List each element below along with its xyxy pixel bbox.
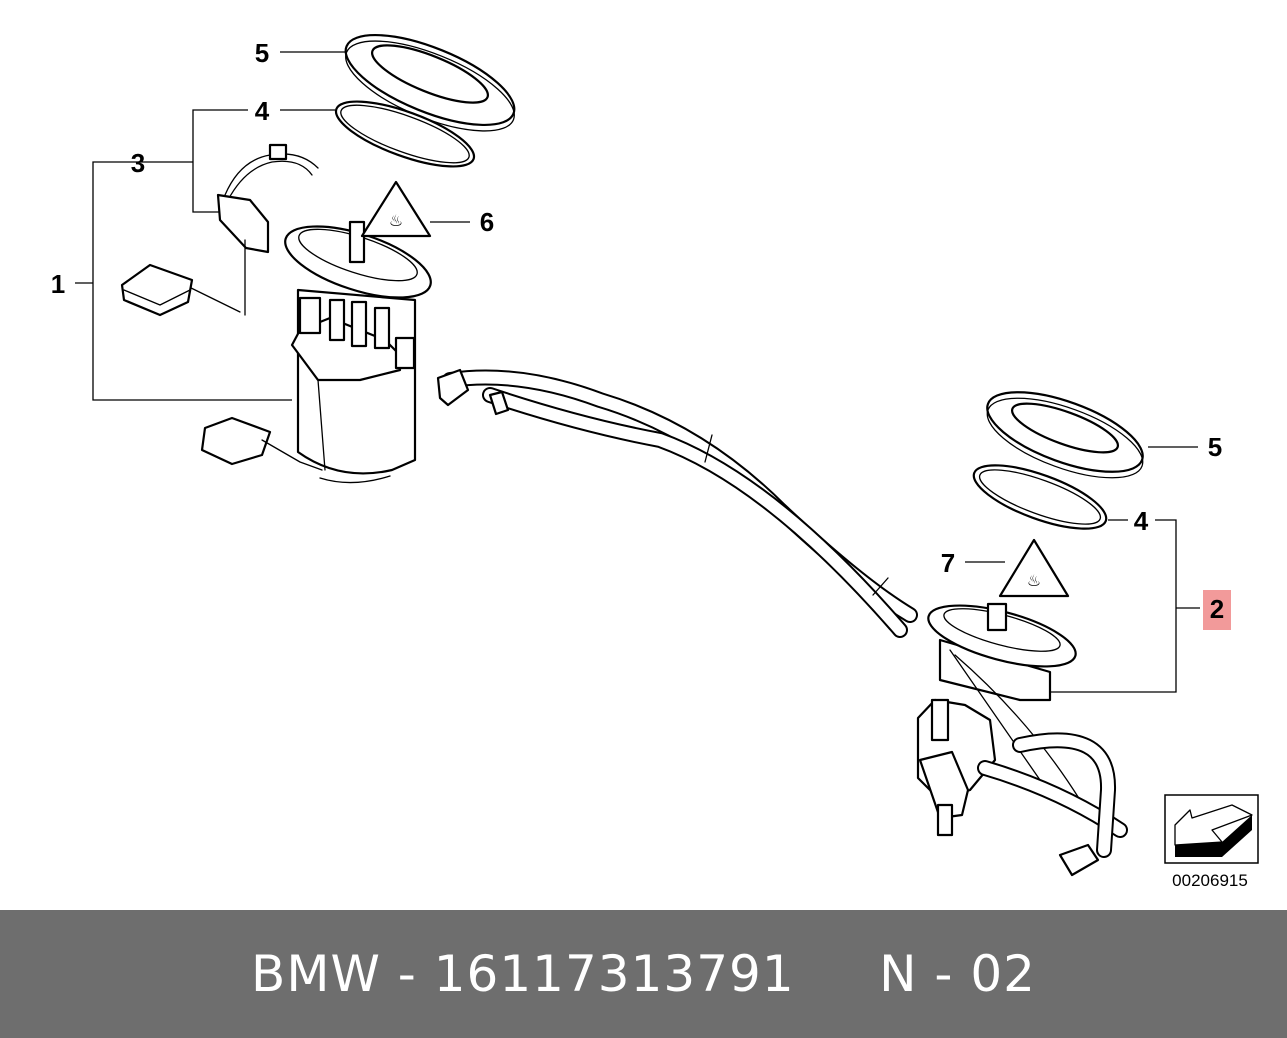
callout-4-left: 4 — [255, 96, 270, 126]
right-locking-ring — [986, 391, 1144, 479]
callout-4-right: 4 — [1134, 506, 1149, 536]
document-number: 00206915 — [1172, 871, 1248, 890]
left-locking-ring — [344, 33, 516, 132]
callout-labels: 5 4 3 1 6 5 4 7 2 — [51, 38, 1231, 630]
fuel-hose — [436, 368, 918, 638]
svg-text:♨: ♨ — [1027, 571, 1041, 590]
right-seal-ring — [972, 464, 1108, 530]
right-warning-triangle-icon: ♨ — [998, 538, 1070, 598]
orientation-arrow-icon — [1164, 794, 1259, 864]
callout-2-highlight — [1203, 590, 1231, 630]
callout-5-right: 5 — [1208, 432, 1222, 462]
right-leader-lines — [965, 446, 1200, 693]
callout-1: 1 — [51, 269, 65, 299]
footer-bar: BMW - 16117313791 N - 02 — [0, 910, 1287, 1038]
parts-diagram-drawing: ♨ ♨ — [51, 33, 1259, 890]
callout-3: 3 — [131, 148, 145, 178]
svg-text:♨: ♨ — [389, 211, 403, 230]
part-number-caption: BMW - 16117313791 N - 02 — [251, 945, 1036, 1003]
left-pump-module — [200, 220, 432, 484]
right-suction-unit — [916, 602, 1128, 877]
warning-triangle-icon: ♨ — [360, 180, 432, 238]
fuel-level-sensor — [120, 143, 319, 317]
parts-diagram: ♨ ♨ — [50, 33, 1259, 890]
left-seal-ring — [334, 100, 476, 168]
callout-2: 2 — [1210, 594, 1224, 624]
callout-7: 7 — [941, 548, 955, 578]
callout-5-left: 5 — [255, 38, 269, 68]
callout-6: 6 — [480, 207, 494, 237]
left-leader-lines — [75, 51, 470, 401]
